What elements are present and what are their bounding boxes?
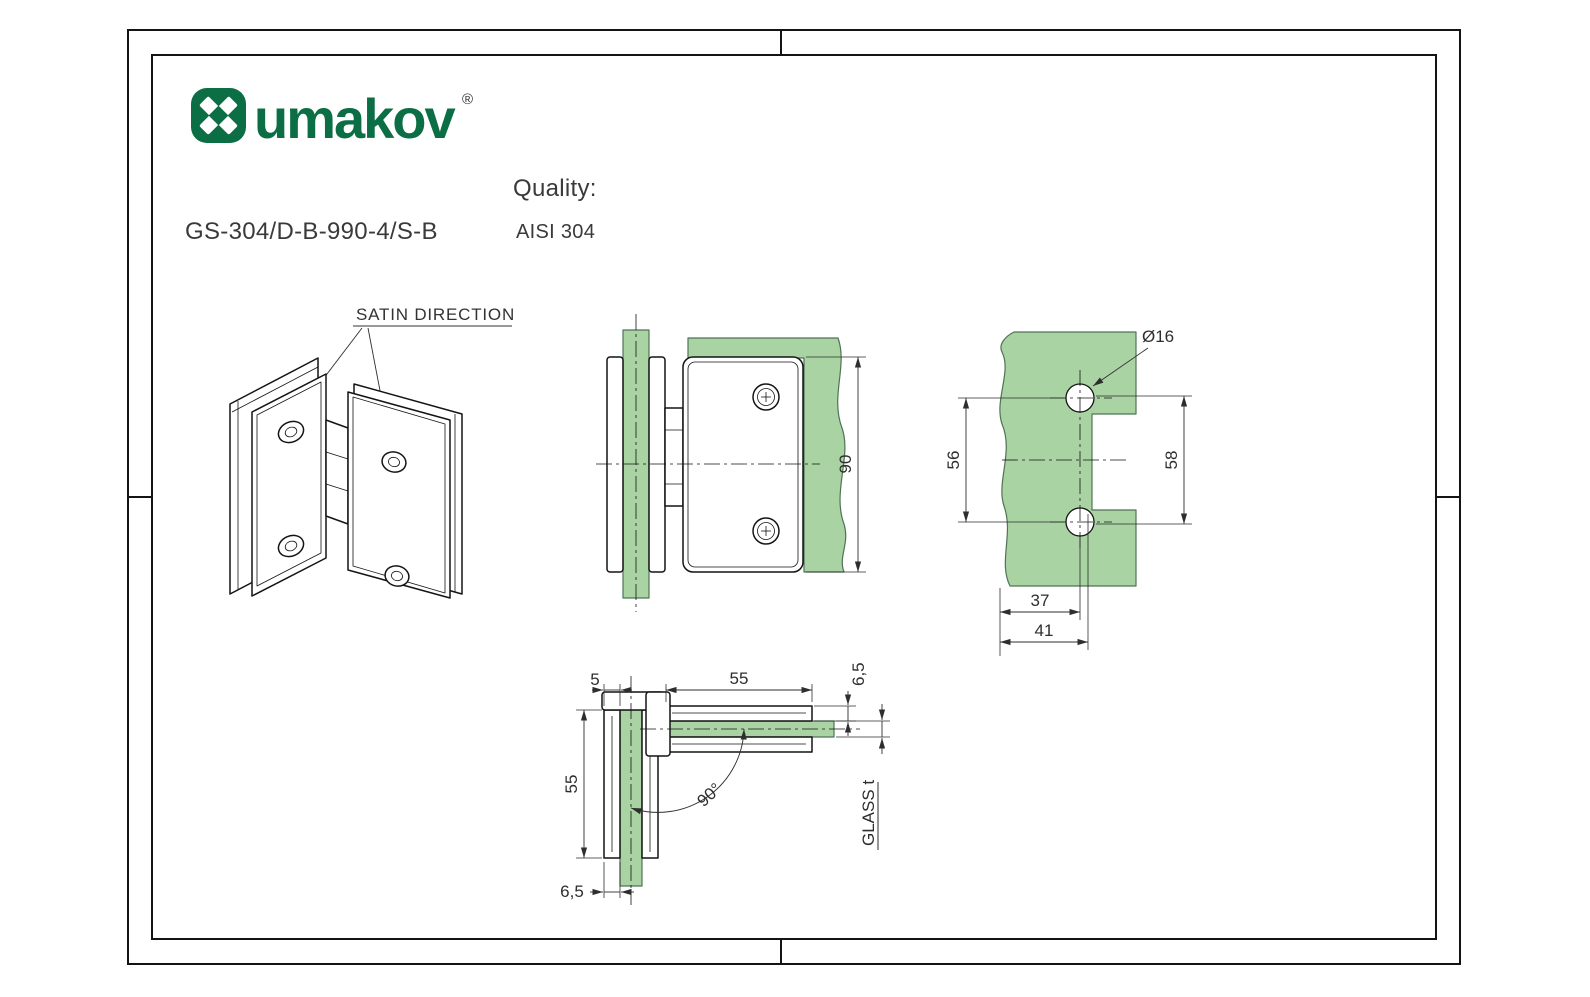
- dim-angle: 90°: [693, 779, 725, 810]
- front-clamp-plate-right: [648, 356, 666, 573]
- dim-37: 37: [1031, 591, 1050, 610]
- dim-56: 56: [944, 451, 963, 470]
- top-plate-horizontal-top: [665, 705, 813, 722]
- dim-55-left: 55: [562, 775, 581, 794]
- iso-plate-right-chamfer: [352, 396, 446, 594]
- drawing-frame: [127, 29, 1461, 965]
- iso-plate-right: [347, 391, 451, 599]
- dim-5: 5: [590, 670, 599, 689]
- iso-plate-left: [251, 373, 327, 597]
- iso-knuckle: [325, 419, 349, 525]
- registered-mark: ®: [462, 91, 473, 108]
- logo: umakov ®: [191, 87, 473, 150]
- logo-icon-star: [199, 96, 238, 135]
- dim-arc-90deg: [630, 728, 747, 815]
- glass-panel-holes: [999, 331, 1137, 587]
- iso-glass-left-top-edge: [231, 366, 319, 413]
- part-number: GS-304/D-B-990-4/S-B: [185, 218, 438, 245]
- dim-55-top: 55: [730, 669, 749, 688]
- satin-direction-label: SATIN DIRECTION: [356, 305, 515, 324]
- iso-view: SATIN DIRECTION: [229, 305, 515, 599]
- dim-58: 58: [1162, 451, 1181, 470]
- iso-plate-left-chamfer: [256, 381, 322, 587]
- iso-knuckle-joint-2: [325, 483, 349, 492]
- front-view: 90: [596, 314, 866, 612]
- glass-thickness-label: GLASS t: [859, 780, 878, 846]
- brand-text: umakov: [254, 87, 455, 150]
- dim-hole-diameter: Ø16: [1142, 327, 1174, 346]
- quality-label: Quality:: [513, 175, 597, 202]
- top-knuckle-corner: [645, 691, 671, 757]
- screw-icon: [277, 534, 305, 558]
- screw-icon: [752, 383, 780, 411]
- dim-41: 41: [1035, 621, 1054, 640]
- top-plate-horizontal-bottom: [665, 736, 813, 753]
- screw-icon: [381, 451, 407, 473]
- front-main-plate-chamfer: [687, 361, 799, 568]
- screw-icon: [752, 517, 780, 545]
- hole-pattern-view: Ø16 56 58 37 41: [944, 327, 1192, 656]
- quality-value: AISI 304: [516, 221, 595, 243]
- screw-icon: [384, 565, 410, 587]
- iso-knuckle-joint-1: [325, 451, 349, 460]
- leader-hole-diameter: [1092, 347, 1149, 387]
- front-clamp-plate-left: [606, 356, 624, 573]
- front-main-plate: [682, 356, 804, 573]
- glass-panel-right: [687, 337, 847, 573]
- screw-icon: [277, 420, 305, 444]
- dim-65-bottom: 6,5: [560, 882, 584, 901]
- front-neck: [664, 407, 684, 507]
- dim-90: 90: [836, 455, 855, 474]
- dim-65-top: 6,5: [849, 662, 868, 686]
- title-block: Quality: GS-304/D-B-990-4/S-B AISI 304: [185, 175, 597, 245]
- top-view: 5 55 6,5 GLASS t 55 90° 6,5: [560, 662, 890, 905]
